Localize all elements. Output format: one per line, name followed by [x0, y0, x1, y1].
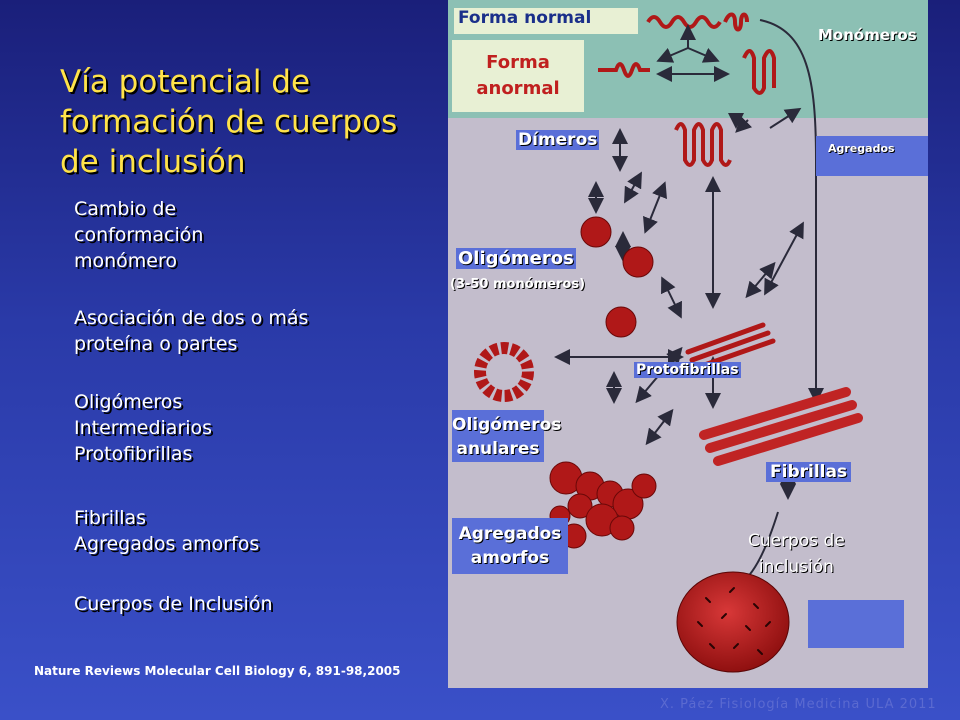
label-cuerpos-line1: Cuerpos de: [748, 531, 845, 551]
item-asociacion-line2: proteína o partes: [74, 333, 238, 355]
monomer-normal-icon: [646, 12, 749, 32]
label-fibrillas: Fibrillas: [766, 462, 852, 482]
label-monomeros: Monómeros: [818, 26, 917, 44]
credit: X. Páez Fisiología Medicina ULA 2011: [660, 697, 937, 712]
label-anulares-line2: anulares: [456, 439, 540, 459]
arrow-monomer-fibril: [764, 221, 804, 296]
label-forma-anormal: Forma anormal: [452, 40, 584, 112]
label-anulares-line1: Oligómeros: [452, 415, 562, 435]
label-protofibrillas: Protofibrillas: [634, 362, 741, 378]
aggregation-arrow: [759, 19, 824, 404]
label-forma-anormal-line1: Forma: [486, 52, 550, 73]
pathway-figure: Forma normal Forma anormal Monómeros Dím…: [448, 0, 928, 688]
inclusion-body: [676, 571, 790, 673]
item-cambio: Cambio de conformación monómero: [74, 196, 203, 274]
arrow-monomer-agregados: [769, 107, 802, 129]
label-cuerpos-inclusion: Cuerpos de inclusión: [748, 528, 845, 580]
item-cuerpos: Cuerpos de Inclusión: [74, 593, 273, 615]
item-fibrillas-line1: Fibrillas: [74, 507, 147, 529]
annular-oligomer: [474, 342, 534, 402]
item-fibrillas: Fibrillas Agregados amorfos: [74, 505, 259, 557]
pathway-diagram: [474, 12, 904, 673]
label-oligomeros-anulares: Oligómeros anulares: [452, 410, 562, 462]
item-oligomeros-line1: Oligómeros: [74, 391, 183, 413]
monomer-arrow-left: [656, 47, 689, 63]
blank-box: [808, 600, 904, 648]
dimer-icon: [674, 122, 732, 167]
item-fibrillas-line2: Agregados amorfos: [74, 533, 260, 555]
label-amorfos-line2: amorfos: [470, 548, 550, 568]
oligomer-particles: [580, 216, 654, 338]
label-cuerpos-line2: inclusión: [758, 557, 834, 577]
item-cambio-line1: Cambio de: [74, 198, 177, 220]
citation: Nature Reviews Molecular Cell Biology 6,…: [34, 664, 401, 678]
item-cambio-line2: conformación: [74, 224, 204, 246]
label-forma-anormal-line2: anormal: [476, 78, 560, 99]
arrow-oligomer-protofibril: [661, 276, 682, 319]
arrow-oligomer-diag-2: [643, 181, 667, 234]
monomer-arrow-right: [687, 47, 720, 63]
arrow-protofibril-fibril-right: [745, 261, 776, 299]
item-cambio-line3: monómero: [74, 250, 178, 272]
label-dimeros: Dímeros: [516, 130, 600, 150]
item-oligomeros-line3: Protofibrillas: [74, 443, 193, 465]
label-oligomeros-sub: (3-50 monómeros): [450, 277, 586, 292]
item-asociacion: Asociación de dos o más proteína o parte…: [74, 305, 308, 357]
label-forma-normal: Forma normal: [454, 8, 638, 34]
label-oligomeros: Oligómeros: [456, 248, 576, 269]
label-agregados-amorfos: Agregados amorfos: [452, 518, 568, 574]
item-asociacion-line1: Asociación de dos o más: [74, 307, 309, 329]
fibrils-icon: [699, 387, 863, 466]
arrow-oligomer-diag-1: [624, 171, 642, 204]
monomer-misfolded-icon: [598, 49, 776, 95]
label-agregados: Agregados: [816, 136, 928, 176]
label-amorfos-line1: Agregados: [458, 524, 562, 544]
item-oligomeros-line2: Intermediarios: [74, 417, 213, 439]
slide-title: Vía potencial de formación de cuerpos de…: [60, 64, 398, 180]
arrow-amorphous-diag: [645, 408, 674, 446]
monomer-dimer-arrow: [735, 115, 753, 133]
item-oligomeros: Oligómeros Intermediarios Protofibrillas: [74, 389, 212, 467]
